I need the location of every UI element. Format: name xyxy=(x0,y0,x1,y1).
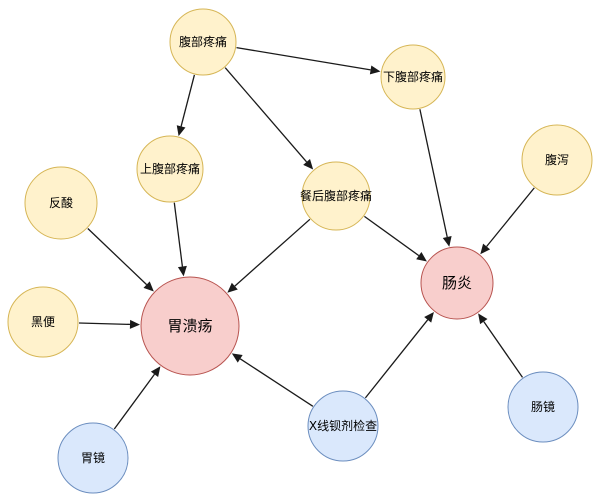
edge-diarrhea-to-enteritis xyxy=(480,187,535,255)
node-acid-reflux[interactable]: 反酸 xyxy=(24,166,98,240)
barium-xray-test-circle[interactable] xyxy=(307,390,379,462)
edge-upper-abdominal-pain-to-gastric-ulcer xyxy=(173,202,187,277)
abdominal-pain-label: 腹部疼痛 xyxy=(179,34,227,49)
node-postprandial-abdominal-pain[interactable]: 餐后腹部疼痛 xyxy=(300,161,372,231)
gastroscopy-circle[interactable] xyxy=(57,422,129,494)
lower-abdominal-pain-circle[interactable] xyxy=(380,44,446,110)
postprandial-abdominal-pain-circle[interactable] xyxy=(301,161,371,231)
enteritis-circle[interactable] xyxy=(420,246,494,320)
node-gastric-ulcer[interactable]: 胃溃疡 xyxy=(140,276,240,376)
node-abdominal-pain[interactable]: 腹部疼痛 xyxy=(169,8,237,76)
edge-postprandial-abdominal-pain-to-gastric-ulcer xyxy=(227,218,311,293)
upper-abdominal-pain-circle[interactable] xyxy=(136,135,204,203)
node-barium-xray-test[interactable]: X线钡剂检查 xyxy=(307,390,379,462)
edge-colonoscopy-to-enteritis xyxy=(478,313,524,378)
melena-label: 黑便 xyxy=(31,315,55,329)
edge-lower-abdominal-pain-to-enteritis xyxy=(419,109,452,247)
diarrhea-circle[interactable] xyxy=(521,124,593,196)
node-upper-abdominal-pain[interactable]: 上腹部疼痛 xyxy=(136,135,204,203)
edge-barium-xray-test-to-gastric-ulcer xyxy=(231,353,314,407)
node-melena[interactable]: 黑便 xyxy=(7,286,79,358)
edges-layer xyxy=(78,46,535,430)
edge-abdominal-pain-to-upper-abdominal-pain xyxy=(176,74,196,137)
enteritis-label: 肠炎 xyxy=(442,274,472,292)
colonoscopy-label: 肠镜 xyxy=(531,399,555,414)
acid-reflux-circle[interactable] xyxy=(24,166,98,240)
gastric-ulcer-circle[interactable] xyxy=(140,276,240,376)
node-enteritis[interactable]: 肠炎 xyxy=(420,246,494,320)
melena-circle[interactable] xyxy=(7,286,79,358)
diarrhea-label: 腹泻 xyxy=(545,153,569,167)
postprandial-abdominal-pain-label: 餐后腹部疼痛 xyxy=(300,188,372,203)
edge-gastroscopy-to-gastric-ulcer xyxy=(113,366,161,430)
barium-xray-test-label: X线钡剂检查 xyxy=(309,418,377,433)
edge-postprandial-abdominal-pain-to-enteritis xyxy=(364,215,427,262)
node-colonoscopy[interactable]: 肠镜 xyxy=(507,371,579,443)
node-diarrhea[interactable]: 腹泻 xyxy=(521,124,593,196)
node-lower-abdominal-pain[interactable]: 下腹部疼痛 xyxy=(380,44,446,110)
gastroscopy-label: 胃镜 xyxy=(81,450,105,465)
gastric-ulcer-label: 胃溃疡 xyxy=(167,317,212,335)
acid-reflux-label: 反酸 xyxy=(49,195,73,210)
edge-acid-reflux-to-gastric-ulcer xyxy=(87,228,154,292)
edge-abdominal-pain-to-postprandial-abdominal-pain xyxy=(224,67,314,170)
node-gastroscopy[interactable]: 胃镜 xyxy=(57,422,129,494)
edge-barium-xray-test-to-enteritis xyxy=(364,311,434,399)
lower-abdominal-pain-label: 下腹部疼痛 xyxy=(383,69,443,84)
edge-melena-to-gastric-ulcer xyxy=(78,319,140,329)
colonoscopy-circle[interactable] xyxy=(507,371,579,443)
edge-abdominal-pain-to-lower-abdominal-pain xyxy=(236,46,381,75)
upper-abdominal-pain-label: 上腹部疼痛 xyxy=(140,161,200,176)
abdominal-pain-circle[interactable] xyxy=(169,8,237,76)
